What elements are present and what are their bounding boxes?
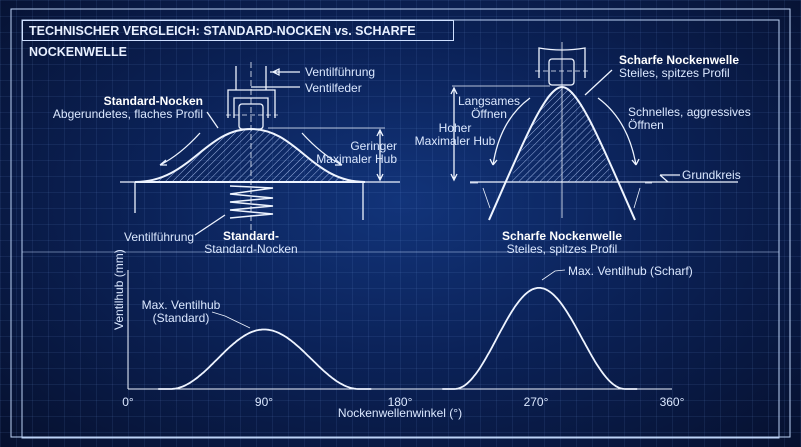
fast-open-line2: Öffnen [628, 118, 664, 132]
standard-lift-line2: Maximaler Hub [316, 152, 397, 166]
sharp-name: Scharfe Nockenwelle [619, 53, 740, 67]
sharp-follower [548, 58, 575, 86]
standard-profile: Abgerundetes, flaches Profil [52, 107, 203, 121]
sharp-lift-dimension [450, 86, 458, 182]
spring-retainer [227, 89, 276, 118]
slow-open-line2: Öffnen [471, 107, 507, 121]
sharp-lift-curve [442, 286, 638, 390]
sharp-retainer [538, 47, 586, 78]
chart-x-label: Nockenwellenwinkel (°) [337, 406, 463, 420]
valve-spring [229, 185, 274, 219]
sharp-profile: Steiles, spitzes Profil [619, 66, 730, 80]
slow-open-line1: Langsames [457, 94, 521, 108]
guide-leader [270, 67, 300, 77]
annotation-leader-standard [211, 311, 251, 329]
sharp-lift-line1: Hoher [438, 121, 472, 135]
fast-open-line1: Schnelles, aggressives [628, 105, 751, 119]
x-tick-label: 270° [523, 395, 549, 409]
x-tick-label: 90° [254, 395, 274, 409]
standard-caption: Standard-Nocken [204, 242, 298, 256]
annotation-sharp: Max. Ventilhub (Scharf) [568, 264, 693, 278]
outer-frame [10, 8, 791, 438]
sharp-caption: Steiles, spitzes Profil [506, 242, 618, 256]
standard-name: Standard-Nocken [103, 94, 203, 108]
label-base-circle: Grundkreis [682, 168, 741, 182]
annotation-standard-1: Max. Ventilhub [141, 298, 221, 312]
label-valve-spring: Ventilfeder [305, 81, 362, 95]
sharp-caption-bold: Scharfe Nockenwelle [501, 229, 623, 243]
chart-y-label: Ventilhub (mm) [112, 249, 126, 330]
standard-follower [238, 103, 264, 130]
label-valve-guide-bottom: Ventilführung [124, 230, 195, 244]
standard-caption-bold: Standard- [222, 229, 280, 243]
x-tick-label: 360° [659, 395, 685, 409]
x-tick-label: 0° [122, 395, 134, 409]
standard-lift-dimension [376, 128, 384, 182]
inner-frame [21, 19, 780, 439]
x-tick-label: 180° [387, 395, 413, 409]
standard-lift-line1: Geringer [350, 139, 397, 153]
retainer-inner [233, 97, 269, 118]
page-title: TECHNISCHER VERGLEICH: STANDARD-NOCKEN v… [22, 20, 454, 59]
annotation-leader-sharp [541, 269, 566, 281]
annotation-standard-2: (Standard) [152, 311, 210, 325]
label-valve-guide-top: Ventilführung [305, 65, 376, 79]
standard-lift-curve [158, 328, 372, 390]
sharp-lift-line2: Maximaler Hub [414, 134, 496, 148]
